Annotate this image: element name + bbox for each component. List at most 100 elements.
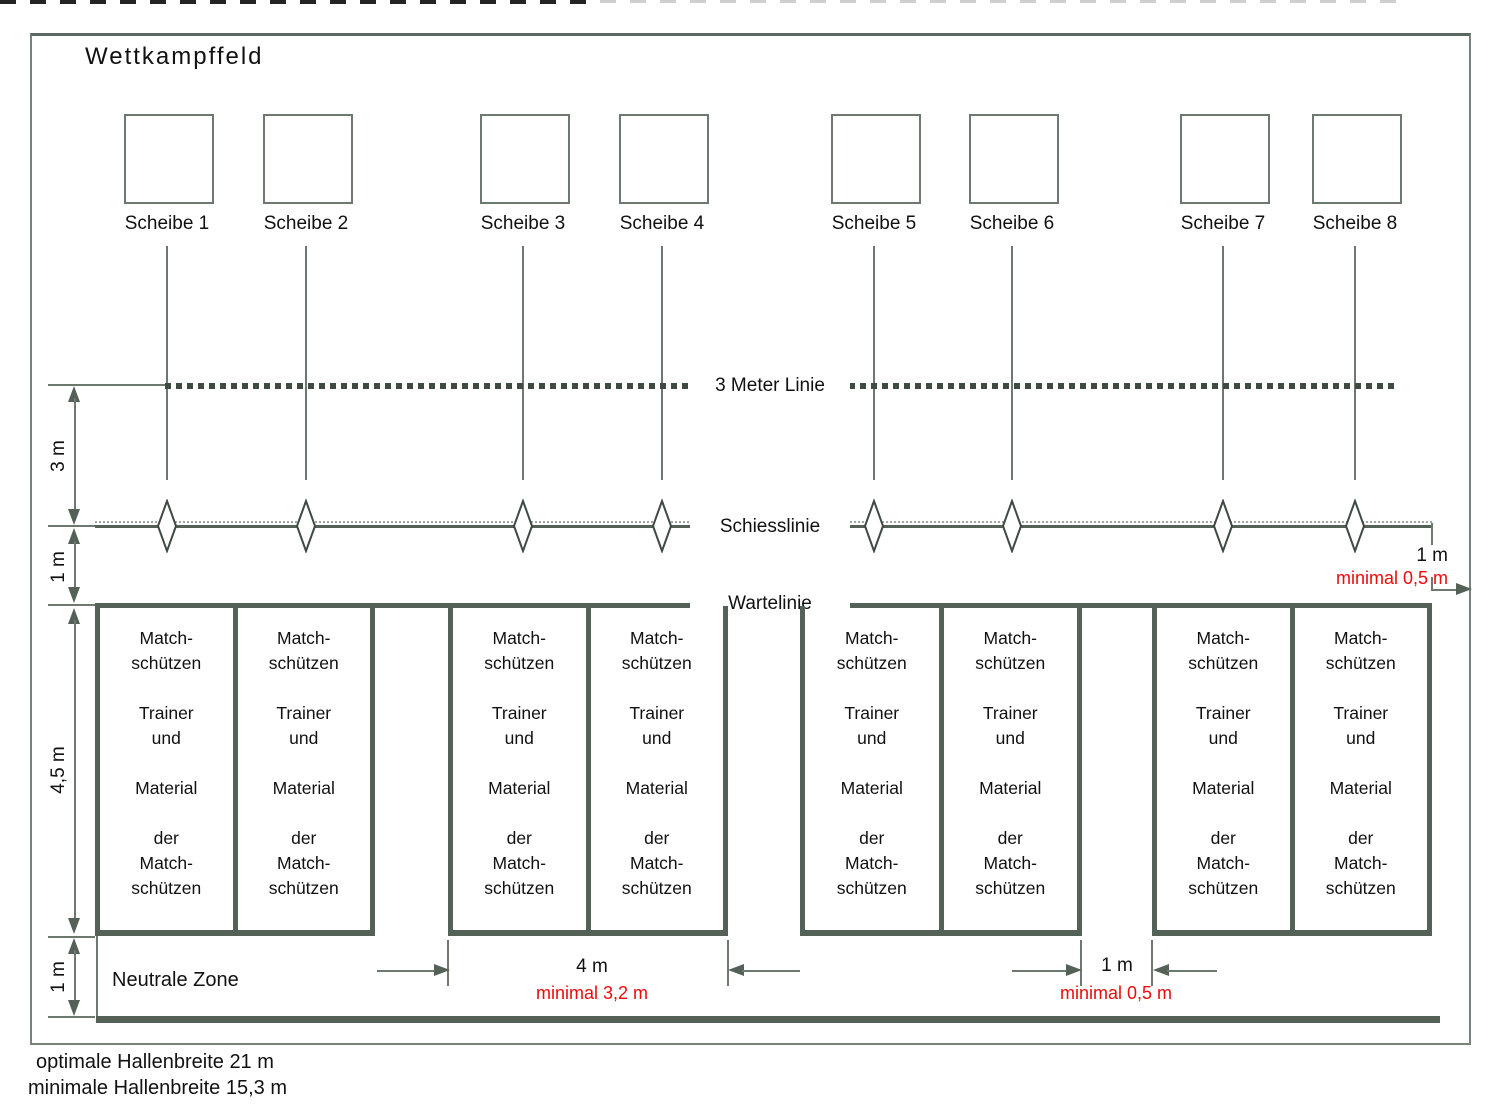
shooting-position-diamond	[651, 499, 673, 553]
shooter-box-text: Match- schützen Trainer und Material der…	[1325, 628, 1396, 898]
target-square-1	[124, 114, 214, 204]
dimension-arrow-right	[1066, 964, 1082, 976]
box-divider	[938, 606, 944, 930]
target-square-6	[969, 114, 1059, 204]
dimension-arrow-right	[434, 964, 450, 976]
shooting-position-diamond	[1212, 499, 1234, 553]
shooting-line-segment	[838, 525, 1432, 528]
field-frame	[30, 33, 1471, 1045]
box-divider	[1289, 606, 1295, 930]
target-label: Scheibe 4	[619, 213, 705, 234]
three-meter-line-label: 3 Meter Linie	[690, 375, 850, 397]
target-label: Scheibe 3	[480, 213, 566, 234]
waiting-line-segment	[833, 603, 1432, 608]
lane-line	[522, 246, 524, 480]
neutral-zone-label: Neutrale Zone	[112, 969, 239, 991]
box-width-minimal: minimal 3,2 m	[535, 983, 649, 1003]
extension-line	[48, 604, 95, 606]
gap-width-value: 1 m	[1101, 955, 1133, 976]
extension-line	[1151, 940, 1153, 986]
dimension-arrow-left	[1153, 964, 1169, 976]
dimension-arrow-down	[68, 509, 80, 525]
target-label: Scheibe 2	[263, 213, 349, 234]
target-square-3	[480, 114, 570, 204]
right-dimension-minimal: minimal 0,5 m	[1335, 568, 1448, 588]
neutral-zone-left-edge	[96, 936, 98, 1023]
dimension-arrow-down	[68, 1000, 80, 1016]
shooter-box-text: Match- schützen Trainer und Material der…	[621, 628, 692, 898]
shooting-line-texture	[95, 521, 706, 523]
extension-line	[727, 940, 729, 986]
target-label: Scheibe 6	[969, 213, 1055, 234]
shooter-box-group-4: Match- schützen Trainer und Material der…	[1152, 606, 1432, 936]
lane-line	[1222, 246, 1224, 480]
dimension-arrow-left	[728, 964, 744, 976]
target-square-2	[263, 114, 353, 204]
dimension-line	[1012, 970, 1066, 972]
lane-line	[1011, 246, 1013, 480]
dimension-label-1m-bottom: 1 m	[48, 961, 69, 993]
diagram-title: Wettkampffeld	[85, 43, 264, 70]
target-square-4	[619, 114, 709, 204]
dimension-line	[74, 620, 76, 920]
shooting-position-diamond	[1001, 499, 1023, 553]
target-label: Scheibe 5	[831, 213, 917, 234]
target-square-8	[1312, 114, 1402, 204]
dimension-line	[377, 970, 434, 972]
dimension-line	[742, 970, 800, 972]
scan-artifact-strip	[600, 0, 1400, 3]
dimension-label-1m-top: 1 m	[48, 551, 69, 583]
shooting-position-diamond	[863, 499, 885, 553]
extension-line	[48, 936, 95, 938]
three-meter-line-segment	[165, 383, 705, 389]
dimension-arrow-up	[68, 386, 80, 402]
lane-line	[661, 246, 663, 480]
lane-line	[873, 246, 875, 480]
dimension-arrow-down	[68, 918, 80, 934]
dimension-arrow-right	[1456, 583, 1472, 595]
shooter-box-text: Match- schützen Trainer und Material der…	[268, 628, 339, 898]
target-square-7	[1180, 114, 1270, 204]
box-divider	[585, 606, 591, 930]
shooting-line-label: Schiesslinie	[690, 516, 850, 538]
scan-artifact-strip	[0, 0, 600, 4]
lane-line	[166, 246, 168, 480]
target-label: Scheibe 8	[1312, 213, 1398, 234]
extension-line	[48, 525, 95, 527]
gap-width-minimal: minimal 0,5 m	[1059, 983, 1173, 1003]
box-divider	[232, 606, 238, 930]
shooter-box-text: Match- schützen Trainer und Material der…	[1188, 628, 1259, 898]
shooter-box-group-3: Match- schützen Trainer und Material der…	[800, 606, 1082, 936]
shooter-box-group-2: Match- schützen Trainer und Material der…	[448, 606, 728, 936]
extension-line	[48, 384, 165, 386]
dimension-line	[1167, 970, 1217, 972]
right-dimension-value: 1 m	[1416, 545, 1448, 566]
dimension-arrow-up	[68, 608, 80, 624]
extension-line	[447, 940, 449, 986]
shooter-box-text: Match- schützen Trainer und Material der…	[484, 628, 555, 898]
dimension-line	[74, 541, 76, 593]
target-square-5	[831, 114, 921, 204]
shooter-box-text: Match- schützen Trainer und Material der…	[975, 628, 1046, 898]
shooting-position-diamond	[1344, 499, 1366, 553]
waiting-line-segment	[95, 603, 706, 608]
dimension-arrow-up	[68, 528, 80, 544]
three-meter-line-segment	[838, 383, 1397, 389]
dimension-line	[74, 950, 76, 1004]
dimension-line	[1432, 589, 1458, 591]
extension-tick	[1431, 577, 1433, 591]
shooting-position-diamond	[156, 499, 178, 553]
target-label: Scheibe 7	[1180, 213, 1266, 234]
box-width-value: 4 m	[576, 956, 608, 977]
hall-width-minimal: minimale Hallenbreite 15,3 m	[28, 1077, 288, 1099]
dimension-arrow-up	[68, 938, 80, 954]
shooting-position-diamond	[295, 499, 317, 553]
hall-width-optimal: optimale Hallenbreite 21 m	[36, 1051, 274, 1073]
shooting-line-texture	[838, 521, 1432, 523]
extension-line	[48, 1016, 95, 1018]
shooter-box-text: Match- schützen Trainer und Material der…	[131, 628, 202, 898]
shooting-line-segment	[95, 525, 706, 528]
dimension-arrow-down	[68, 587, 80, 603]
shooter-box-text: Match- schützen Trainer und Material der…	[836, 628, 907, 898]
